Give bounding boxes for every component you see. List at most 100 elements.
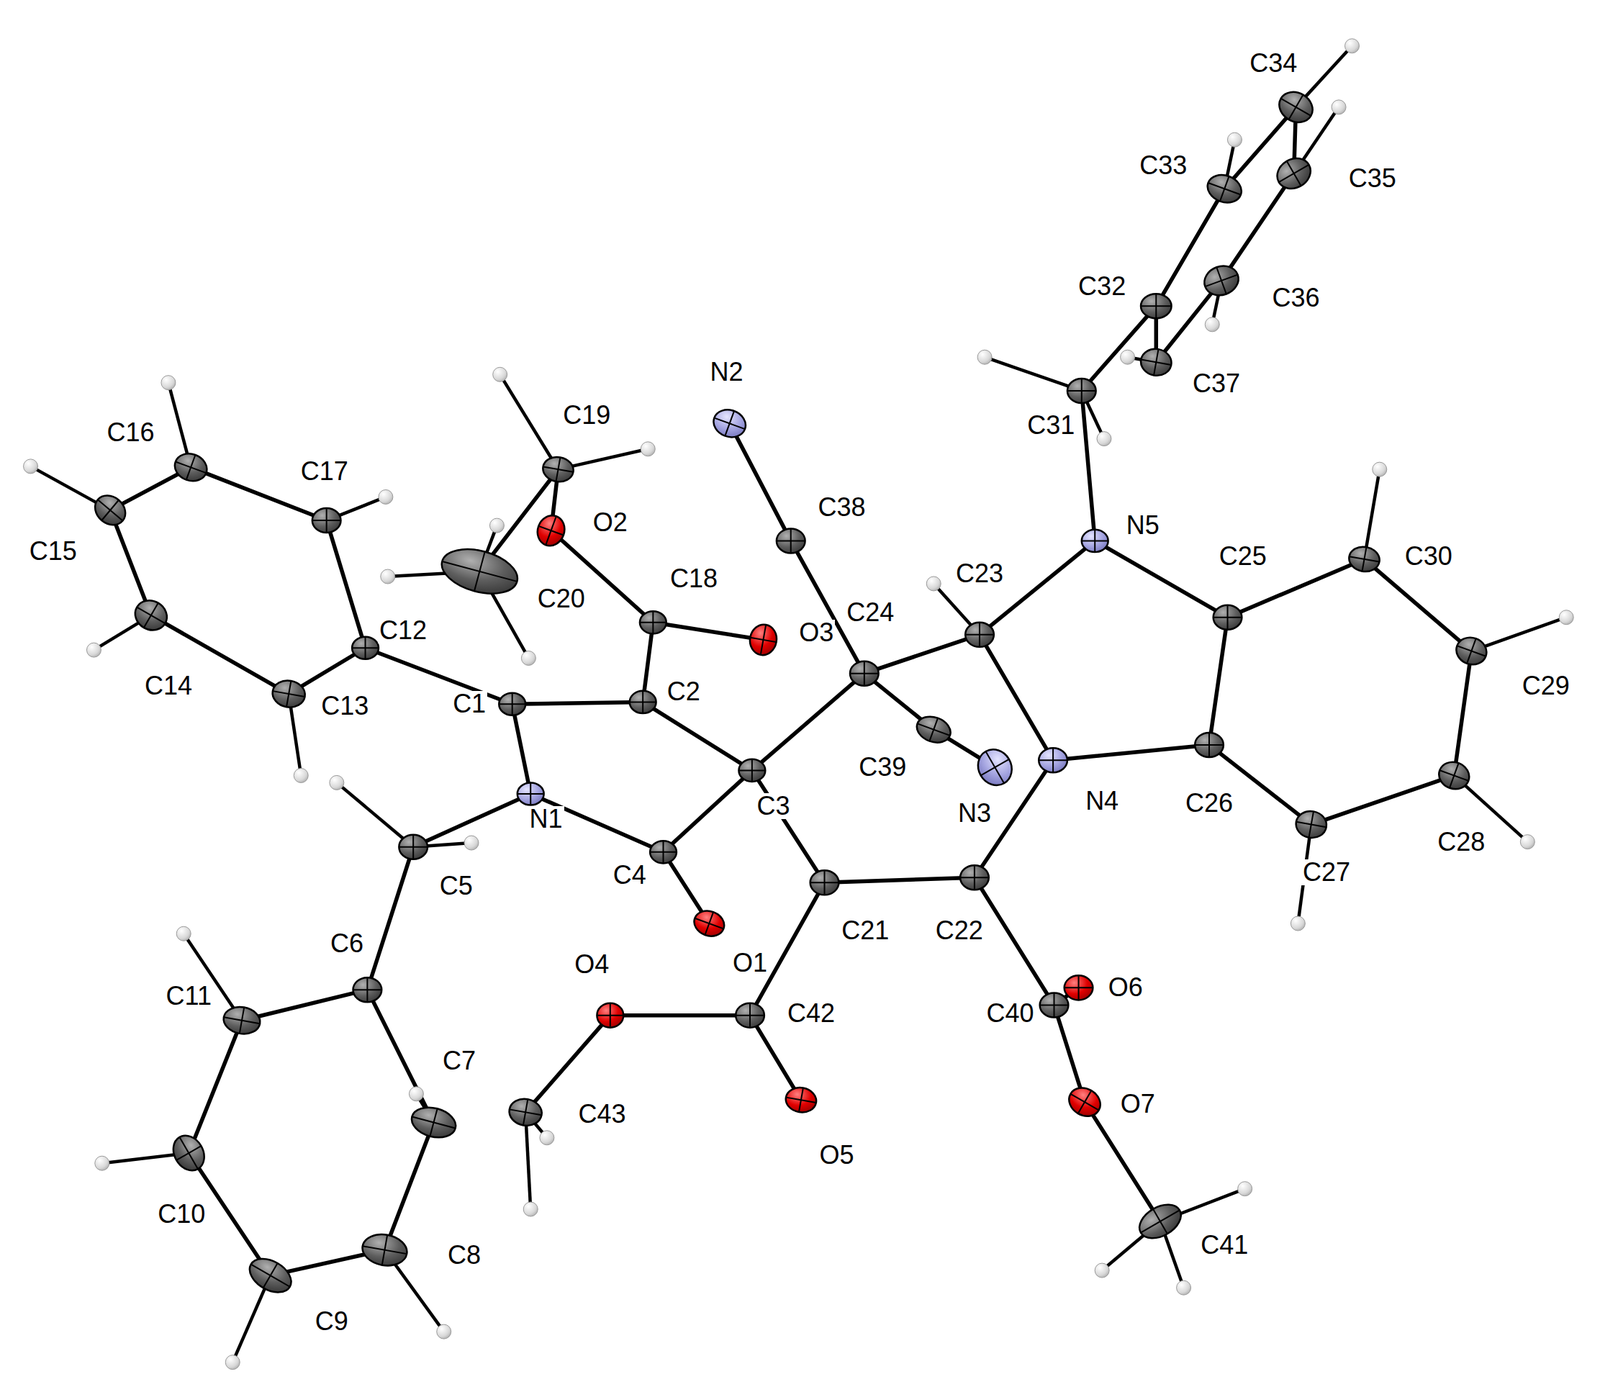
principal-axis (263, 1263, 278, 1288)
atom-label: C32 (1076, 273, 1128, 300)
bond-line (384, 1122, 434, 1251)
atom-label: C6 (328, 930, 365, 957)
atom-label: C18 (668, 565, 720, 592)
atom-label: N4 (1083, 788, 1120, 815)
atom-label: C28 (1435, 829, 1487, 856)
principal-axis (760, 624, 766, 655)
hydrogen-bond-line (500, 374, 559, 470)
bond-line (110, 510, 152, 616)
atom-label: C9 (313, 1308, 350, 1335)
atom-ellipsoid (1040, 992, 1069, 1018)
bond-line (1094, 540, 1228, 617)
atom-ellipsoid (1203, 170, 1246, 208)
bond-line (367, 989, 434, 1123)
atom-label: C17 (299, 458, 350, 485)
principal-axis (529, 782, 532, 805)
hydrogen-atom (225, 1355, 240, 1370)
bond-line (652, 622, 763, 640)
bond-line (512, 703, 532, 794)
atom-label: C15 (28, 538, 79, 565)
principal-axis (176, 1145, 201, 1161)
hydrogen-atom (293, 767, 309, 783)
atom-ellipsoid (243, 1251, 298, 1300)
hydrogen-atom (86, 642, 101, 658)
atom-ellipsoid (129, 594, 173, 636)
bond-line (979, 634, 1053, 761)
atom-label: C38 (816, 494, 868, 521)
ellipsoid-shell (398, 834, 428, 860)
hydrogen-atom (489, 518, 504, 533)
principal-axis (1309, 811, 1314, 838)
atom-ellipsoid (517, 782, 545, 805)
atom-ellipsoid (166, 1130, 211, 1177)
ellipsoid-shell (1203, 170, 1246, 208)
hydrogen-atom (977, 349, 992, 365)
atom-ellipsoid (436, 541, 523, 602)
atom-label: C25 (1217, 543, 1269, 570)
atom-label: C3 (755, 793, 792, 820)
atom-ellipsoid (1294, 808, 1329, 841)
principal-axis (1449, 762, 1459, 789)
hydrogen-atom (1558, 610, 1574, 625)
principal-axis (751, 759, 753, 782)
atom-ellipsoid (965, 622, 994, 648)
principal-axis (1153, 1209, 1168, 1234)
atom-label: C21 (839, 917, 891, 944)
atom-ellipsoid (738, 759, 766, 782)
ellipsoid-shell (596, 1003, 624, 1028)
atom-label: C30 (1403, 543, 1454, 570)
atom-ellipsoid (810, 870, 840, 895)
principal-axis (511, 693, 514, 716)
principal-axis (749, 1003, 751, 1028)
atom-ellipsoid (1133, 1197, 1187, 1246)
ellipsoid-shell (1081, 529, 1109, 553)
principal-axis (1052, 747, 1054, 773)
atom-ellipsoid (541, 454, 576, 485)
principal-axis (1362, 547, 1367, 572)
hydrogen-atom (329, 775, 345, 790)
bond-line (1453, 651, 1472, 776)
principal-axis (1466, 638, 1477, 664)
ellipsoid-shell (507, 1096, 545, 1128)
ellipsoid-shell (776, 528, 806, 553)
ellipsoid-shell (629, 690, 657, 714)
atom-label: C4 (611, 862, 648, 889)
atom-ellipsoid (1081, 529, 1109, 553)
bond-line (1364, 559, 1472, 652)
hydrogen-atom (1094, 1263, 1110, 1278)
hydrogen-bond-line (336, 782, 414, 847)
bond-line (367, 847, 414, 990)
ellipsoid-shell (351, 636, 379, 660)
atom-label: C13 (319, 693, 370, 720)
ellipsoid-shell (850, 661, 879, 686)
hydrogen-atom (161, 375, 176, 391)
ellipsoid-shell (353, 977, 383, 1002)
bond-line (326, 520, 366, 648)
ellipsoid-shell (408, 1102, 460, 1142)
atom-label: O6 (1106, 974, 1145, 1001)
bond-line (525, 1015, 611, 1113)
atom-label: O4 (572, 951, 611, 978)
ellipsoid-shell (1063, 1082, 1106, 1123)
ellipsoid-shell (1273, 86, 1319, 129)
atom-ellipsoid (1194, 732, 1224, 758)
principal-axis (97, 499, 124, 521)
ellipsoid-shell (359, 1230, 410, 1269)
bond-line (749, 882, 825, 1015)
atom-label: C20 (536, 585, 587, 612)
atom-ellipsoid (639, 611, 667, 634)
atom-label: O5 (818, 1142, 856, 1169)
atom-label: C10 (156, 1201, 207, 1228)
atom-ellipsoid (1138, 346, 1174, 378)
principal-axis (652, 611, 654, 634)
principal-axis (1227, 605, 1229, 630)
principal-axis (1219, 176, 1230, 202)
atom-ellipsoid (1064, 975, 1094, 1000)
hydrogen-atom (408, 1086, 424, 1102)
principal-axis (1155, 293, 1157, 319)
ellipsoid-shell (1452, 633, 1491, 669)
atom-ellipsoid (690, 906, 729, 941)
atom-ellipsoid (1435, 757, 1474, 794)
ellipsoid-shell (1194, 732, 1224, 758)
atom-ellipsoid (1140, 293, 1172, 319)
